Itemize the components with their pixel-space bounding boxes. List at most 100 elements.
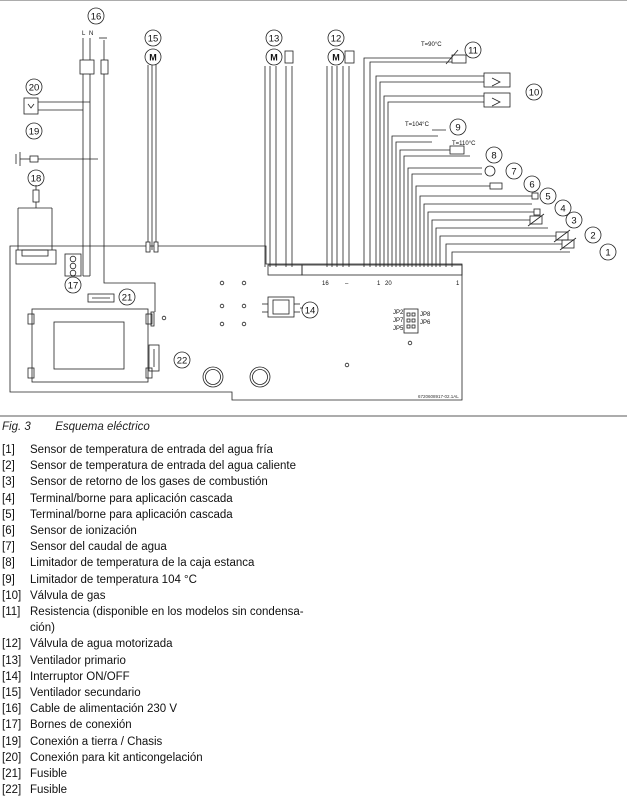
callout-9-circle bbox=[449, 118, 467, 136]
callout-17: 17 bbox=[68, 281, 79, 292]
legend-key: [16] bbox=[2, 703, 22, 716]
legend-text: Limitador de temperatura 104 °C bbox=[30, 573, 197, 586]
fuse-22 bbox=[148, 344, 160, 372]
legend-item: [2]Sensor de temperatura de entrada del … bbox=[2, 458, 322, 474]
legend-text: Sensor de retorno de los gases de combus… bbox=[30, 476, 268, 489]
callout-1: 1 bbox=[605, 248, 610, 259]
conn-label-dash: – bbox=[345, 281, 349, 287]
legend-text: Ventilador primario bbox=[30, 654, 126, 667]
callout-20: 20 bbox=[29, 83, 40, 94]
legend-item: ción) bbox=[2, 620, 322, 636]
legend-key: [13] bbox=[2, 654, 22, 667]
legend-item: [9] Limitador de temperatura 104 °C bbox=[2, 572, 322, 588]
callout-18-circle bbox=[27, 169, 45, 187]
figure-code: 6720608917-02.1AL bbox=[418, 394, 459, 399]
legend-item: [20]Conexión para kit anticongelación bbox=[2, 750, 322, 766]
callout-15: 15 bbox=[148, 34, 159, 45]
legend-key: [22] bbox=[2, 784, 22, 797]
legend-text: Fusible bbox=[30, 784, 68, 797]
legend-item: [11]Resistencia (disponible en los model… bbox=[2, 604, 322, 620]
fuse-21 bbox=[87, 293, 115, 303]
transformer bbox=[31, 308, 149, 383]
callout-19-circle bbox=[25, 122, 43, 140]
legend-text: Conexión para kit anticongelación bbox=[30, 751, 203, 764]
jp2-label: JP2 bbox=[393, 310, 404, 316]
callout-8: 8 bbox=[491, 151, 496, 162]
callout-16-circle bbox=[87, 7, 105, 25]
legend-item: [22] Fusible bbox=[2, 782, 322, 798]
legend-text: Válvula de gas bbox=[30, 589, 106, 602]
legend-item: [16] Cable de alimentación 230 V bbox=[2, 701, 322, 717]
terminal-block bbox=[64, 253, 82, 277]
callout-7: 7 bbox=[511, 167, 516, 178]
legend-item: [13] Ventilador primario bbox=[2, 653, 322, 669]
conn-label-20: 20 bbox=[385, 281, 392, 287]
legend-key: [6] bbox=[2, 525, 15, 538]
legend-item: [8]Limitador de temperatura de la caja e… bbox=[2, 555, 322, 571]
callout-4-circle bbox=[554, 199, 572, 217]
callout-6: 6 bbox=[529, 180, 534, 191]
legend-item: [3]Sensor de retorno de los gases de com… bbox=[2, 474, 322, 490]
valve-12-motor bbox=[327, 48, 345, 66]
fan-15-motor bbox=[144, 48, 162, 66]
callout-18: 18 bbox=[31, 174, 42, 185]
legend-text: ción) bbox=[30, 622, 55, 635]
cable-n-label: N bbox=[89, 31, 93, 37]
fan-13-m-label: M bbox=[270, 53, 278, 63]
legend-key: [12] bbox=[2, 638, 22, 651]
legend-item: [17]Bornes de conexión bbox=[2, 717, 322, 733]
callout-22: 22 bbox=[177, 356, 188, 367]
callout-8-circle bbox=[485, 146, 503, 164]
callout-3: 3 bbox=[571, 216, 576, 227]
legend-text: Cable de alimentación 230 V bbox=[30, 703, 178, 716]
callout-5: 5 bbox=[545, 192, 550, 203]
callout-2-circle bbox=[584, 226, 602, 244]
legend-text: Sensor de temperatura de entrada del agu… bbox=[30, 444, 273, 456]
legend-key bbox=[2, 620, 30, 636]
conn-label-1a: 1 bbox=[377, 281, 381, 287]
callout-10: 10 bbox=[529, 88, 540, 99]
conn-label-16: 16 bbox=[322, 281, 329, 287]
capacitor-left bbox=[202, 366, 224, 388]
legend-key: [9] bbox=[2, 573, 15, 586]
fan-13-motor bbox=[265, 48, 283, 66]
callout-11-circle bbox=[464, 41, 482, 59]
legend-item: [19]Conexión a tierra / Chasis bbox=[2, 734, 322, 750]
callout-20-circle bbox=[25, 78, 43, 96]
legend-key: [8] bbox=[2, 557, 15, 570]
legend-text: Sensor de ionización bbox=[30, 525, 137, 538]
fan-15-m-label: M bbox=[149, 53, 157, 63]
callout-13: 13 bbox=[269, 34, 280, 45]
legend-text: Conexión a tierra / Chasis bbox=[30, 735, 163, 748]
figure-number: Fig. 3 bbox=[2, 421, 31, 433]
control-board bbox=[9, 245, 463, 401]
valve-12-m-label: M bbox=[332, 53, 340, 63]
callout-17-circle bbox=[64, 276, 82, 294]
legend-item: [12] Válvula de agua motorizada bbox=[2, 636, 322, 652]
callout-11: 11 bbox=[468, 46, 478, 57]
temp-label-8: T=110°C bbox=[452, 141, 476, 147]
cable-l-label: L bbox=[82, 31, 86, 37]
legend-text: Interruptor ON/OFF bbox=[30, 670, 130, 683]
callout-1-circle bbox=[599, 243, 617, 261]
legend-text: Sensor del caudal de agua bbox=[30, 541, 167, 554]
switch-body bbox=[267, 296, 295, 318]
legend-key: [10] bbox=[2, 589, 22, 602]
legend-key: [15] bbox=[2, 687, 22, 700]
callout-3-circle bbox=[565, 211, 583, 229]
legend-item: [7]Sensor del caudal de agua bbox=[2, 539, 322, 555]
callout-7-circle bbox=[505, 162, 523, 180]
legend-list: [1]Sensor de temperatura de entrada del … bbox=[2, 442, 322, 798]
callout-16: 16 bbox=[91, 12, 102, 23]
wiring-diagram-svg: 16 15 13 12 11 10 9 8 7 6 5 4 3 2 1 20 1… bbox=[0, 0, 627, 417]
legend-key: [14] bbox=[2, 670, 22, 683]
legend-text: Válvula de agua motorizada bbox=[30, 638, 173, 651]
figure-title: Esquema eléctrico bbox=[55, 421, 150, 433]
callout-6-circle bbox=[523, 175, 541, 193]
legend-text: Terminal/borne para aplicación cascada bbox=[30, 492, 233, 505]
legend-item: [1]Sensor de temperatura de entrada del … bbox=[2, 442, 322, 458]
legend-text: Resistencia (disponible en los modelos s… bbox=[30, 606, 304, 619]
callout-13-circle bbox=[265, 29, 283, 47]
callout-12: 12 bbox=[331, 34, 342, 45]
figure-caption: Fig. 3 Esquema eléctrico bbox=[2, 421, 150, 433]
